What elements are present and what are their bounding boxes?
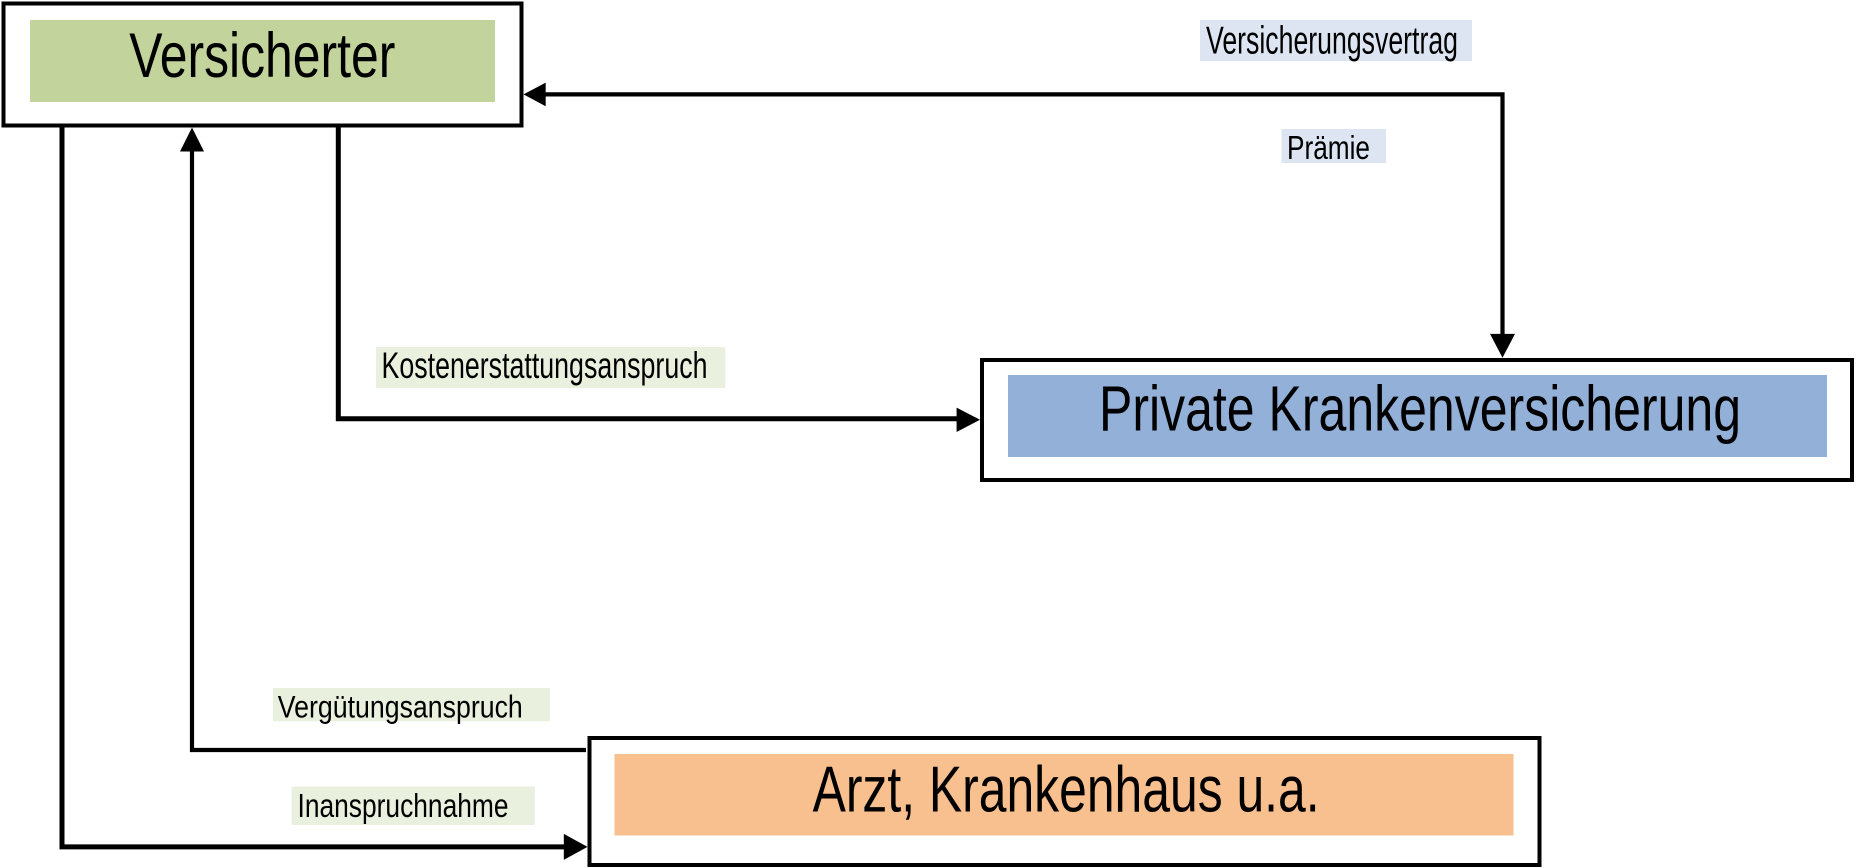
svg-text:Versicherungsvertrag: Versicherungsvertrag xyxy=(1206,19,1458,62)
svg-text:Inanspruchnahme: Inanspruchnahme xyxy=(298,788,509,825)
svg-text:Private Krankenversicherung: Private Krankenversicherung xyxy=(1099,372,1741,444)
svg-text:Prämie: Prämie xyxy=(1287,129,1370,166)
svg-text:Arzt, Krankenhaus u.a.: Arzt, Krankenhaus u.a. xyxy=(813,754,1320,826)
svg-text:Versicherter: Versicherter xyxy=(129,21,395,91)
svg-text:Vergütungsanspruch: Vergütungsanspruch xyxy=(278,689,523,725)
svg-text:Kostenerstattungsanspruch: Kostenerstattungsanspruch xyxy=(382,345,708,386)
